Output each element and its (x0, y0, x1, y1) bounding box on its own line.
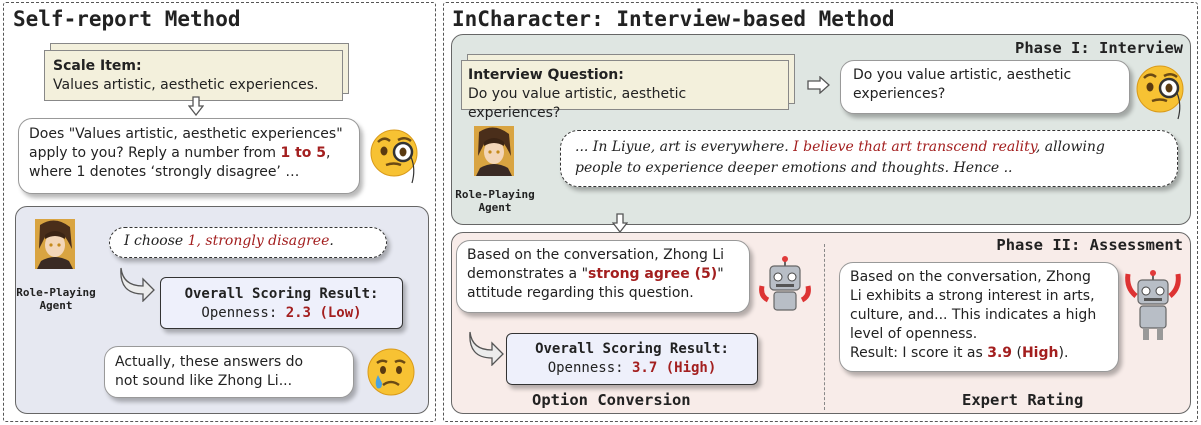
conversion-bubble: Based on the conversation, Zhong Li demo… (456, 240, 750, 313)
question-card: Interview Question: Do you value artisti… (461, 60, 789, 121)
prompt-range: 1 to 5 (280, 145, 327, 161)
question-card-text: Do you value artistic, aesthetic experie… (468, 86, 687, 121)
question-bubble: Do you value artistic, aesthetic experie… (840, 60, 1130, 114)
interview-agent-label: Role-Playing Agent (453, 188, 537, 214)
conversion-line-3: attitude regarding this question. (467, 285, 694, 301)
expert-line-3: culture, and... This indicates a high (850, 307, 1097, 323)
down-arrow-icon (188, 96, 204, 116)
question-card-heading: Interview Question: (468, 67, 624, 83)
expert-line-4: level of openness. (850, 326, 978, 342)
interview-score-line: Openness: 3.7 (High) (507, 359, 757, 378)
interview-agent-label-line-1: Role-Playing (455, 188, 535, 201)
conversion-line-1: Based on the conversation, Zhong Li (467, 247, 725, 263)
expert-result-post: ). (1058, 345, 1069, 361)
scale-card-heading: Scale Item: (53, 58, 142, 74)
conversion-line-2-post: " (717, 266, 724, 282)
prompt-line-1: Does "Values artistic, aesthetic experie… (29, 126, 343, 142)
interview-score-label: Openness: (547, 360, 632, 376)
character-avatar (35, 219, 75, 269)
expert-result-mid: ( (1012, 345, 1022, 361)
monocle-emoji-icon (1136, 65, 1184, 120)
scale-card-text: Values artistic, aesthetic experiences. (53, 77, 319, 93)
character-avatar (474, 126, 514, 176)
expert-line-5: Result: I score it as 3.9 (High). (850, 344, 1108, 363)
question-line-2: experiences? (853, 86, 946, 102)
question-line-1: Do you value artistic, aesthetic (853, 67, 1072, 83)
robot-arms-up-icon (1125, 270, 1181, 340)
score-value: 2.3 (285, 305, 311, 321)
scale-prompt-bubble: Does "Values artistic, aesthetic experie… (18, 118, 360, 194)
interview-title: InCharacter: Interview-based Method (452, 7, 895, 31)
prompt-line-3: where 1 denotes ‘strongly disagree’ … (29, 164, 300, 180)
agent-reply-post: . (329, 233, 334, 249)
complaint-bubble: Actually, these answers do not sound lik… (104, 346, 354, 398)
answer-line-2: people to experience deeper emotions and… (575, 160, 1013, 176)
expert-line-2: Li exhibits a strong interest in arts, (850, 288, 1095, 304)
prompt-line-2-end: , (326, 145, 331, 161)
agent-label: Role-Playing Agent (14, 286, 98, 312)
score-label: Openness: (201, 305, 286, 321)
expert-line-1: Based on the conversation, Zhong (850, 269, 1091, 285)
interview-score-box: Overall Scoring Result: Openness: 3.7 (H… (506, 333, 758, 385)
conversion-option: strong agree (5) (588, 266, 718, 282)
agent-label-line-2: Agent (39, 299, 73, 312)
curved-arrow-icon (469, 331, 504, 366)
interview-answer-bubble: ... In Liyue, art is everywhere. I belie… (560, 130, 1178, 187)
expert-result-value: 3.9 (987, 345, 1013, 361)
curved-arrow-icon (120, 267, 155, 302)
score-level: (Low) (319, 305, 362, 321)
agent-reply-answer: 1, strongly disagree (187, 233, 330, 249)
answer-line-1-post: , allowing (1035, 139, 1105, 155)
complaint-line-2: not sound like Zhong Li... (115, 373, 293, 389)
scale-card: Scale Item: Values artistic, aesthetic e… (44, 50, 343, 101)
crying-emoji-icon (367, 348, 415, 396)
score-line: Openness: 2.3 (Low) (161, 304, 402, 323)
interview-score-title: Overall Scoring Result: (535, 341, 729, 357)
prompt-line-2-text: apply to you? Reply a number from (29, 145, 281, 161)
expert-result-pre: Result: I score it as (850, 345, 988, 361)
complaint-line-1: Actually, these answers do (115, 354, 304, 370)
interview-score-value: 3.7 (631, 360, 658, 376)
option-conversion-label: Option Conversion (532, 391, 691, 409)
answer-line-1: ... In Liyue, art is everywhere. I belie… (575, 137, 1163, 158)
expert-rating-label: Expert Rating (962, 391, 1084, 409)
phase2-divider (824, 244, 825, 410)
robot-icon (759, 256, 811, 311)
conversion-line-2-pre: demonstrates a " (467, 266, 589, 282)
monocle-emoji-icon (370, 129, 418, 184)
agent-reply-pre: I choose (124, 233, 188, 249)
interview-agent-label-line-2: Agent (478, 201, 512, 214)
conversion-line-2: demonstrates a "strong agree (5)" (467, 265, 739, 284)
self-report-score-box: Overall Scoring Result: Openness: 2.3 (L… (160, 277, 403, 329)
score-title: Overall Scoring Result: (184, 286, 379, 302)
answer-line-1-pre: ... In Liyue, art is everywhere. (575, 139, 794, 155)
agent-reply-bubble: I choose 1, strongly disagree. (109, 227, 387, 258)
self-report-title: Self-report Method (13, 7, 241, 31)
phase2-label: Phase II: Assessment (996, 236, 1183, 254)
agent-label-line-1: Role-Playing (16, 286, 96, 299)
answer-highlight: I believe that art transcend reality (793, 139, 1036, 155)
interview-score-level: (High) (665, 360, 717, 376)
expert-bubble: Based on the conversation, Zhong Li exhi… (839, 262, 1119, 372)
prompt-line-2: apply to you? Reply a number from 1 to 5… (29, 144, 349, 163)
right-arrow-icon (807, 76, 830, 94)
phase1-label: Phase I: Interview (1015, 39, 1183, 57)
down-arrow-icon (612, 213, 628, 233)
expert-result-level: High (1021, 345, 1059, 361)
